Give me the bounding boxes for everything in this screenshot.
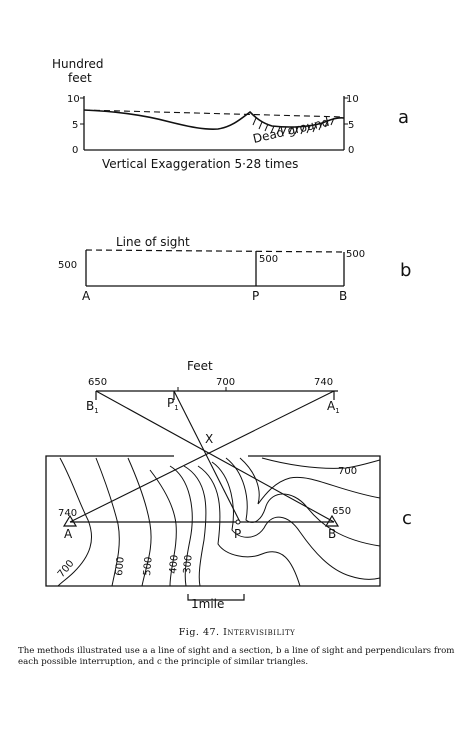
right-tick-label-0: 0 [348,145,354,156]
mile-scale-bar [187,594,245,601]
dead-ground-label: Dead ground [252,115,331,146]
map-point-a: A [64,527,73,541]
figure-caption: Fig. 47. Intervisibility [0,627,474,638]
left-tick-label-10: 10 [67,94,80,105]
height-label-a: 500 [58,260,77,271]
scale-label-700: 700 [216,377,235,388]
panel-letter-a: a [398,107,409,128]
right-tick-label-5: 5 [348,120,354,131]
line-of-sight-label: Line of sight [116,235,190,249]
panel-c: Feet 650 700 740 B1 P1 A1 X [45,359,412,611]
height-label-b: 500 [346,249,365,260]
line-a1-to-a [69,390,335,523]
line-p1-to-p [173,390,241,523]
map-height-650: 650 [332,506,351,517]
vertical-exaggeration-label: Vertical Exaggeration 5·28 times [102,157,298,171]
scale-label-650: 650 [88,377,107,388]
map-frame [45,455,381,587]
line-of-sight-dashed [83,109,345,118]
y-axis-label-feet: feet [68,71,92,85]
contour-label-400: 400 [168,554,181,574]
right-tick-label-10: 10 [346,94,359,105]
scale-title-feet: Feet [187,359,213,373]
figure-number: Fig. 47. [178,627,220,638]
line-b1-to-b [95,390,335,523]
triangulation-point-a-icon [62,514,78,527]
contour-label-700-top: 700 [338,466,357,477]
panel-letter-b: b [400,260,411,281]
mile-scale-label: 1mile [191,597,224,611]
scale-label-740: 740 [314,377,333,388]
map-point-p: P [234,527,241,541]
point-a-label: A [82,289,91,303]
panel-letter-c: c [402,508,412,529]
map-height-740: 740 [58,508,77,519]
label-b1: B1 [86,399,99,415]
left-tick-label-0: 0 [72,145,78,156]
map-point-b: B [328,527,336,541]
contour-label-300: 300 [182,554,195,574]
contour-lines [57,457,381,587]
figure-title: Intervisibility [223,627,296,638]
line-of-sight-b [85,249,345,253]
y-axis-label-hundred: Hundred [52,57,104,71]
point-p-marker-icon [235,519,241,525]
panel-a: Hundred feet 10 5 0 10 5 0 [52,57,409,171]
panel-b: Line of sight 500 500 500 A P B b [58,235,411,303]
label-p1: P1 [167,396,179,412]
height-label-p: 500 [259,254,278,265]
point-b-label: B [339,289,347,303]
left-tick-label-5: 5 [72,120,78,131]
contour-label-500: 500 [142,556,155,576]
point-p-label: P [252,289,259,303]
dead-ground-hatching [252,117,335,135]
label-a1: A1 [327,399,340,415]
triangulation-point-b-icon [324,514,340,527]
figure-description: The methods illustrated use a a line of … [18,646,455,667]
contour-label-600: 600 [114,556,127,576]
contour-label-700-left: 700 [56,558,77,580]
intersection-x-label: X [205,432,213,446]
